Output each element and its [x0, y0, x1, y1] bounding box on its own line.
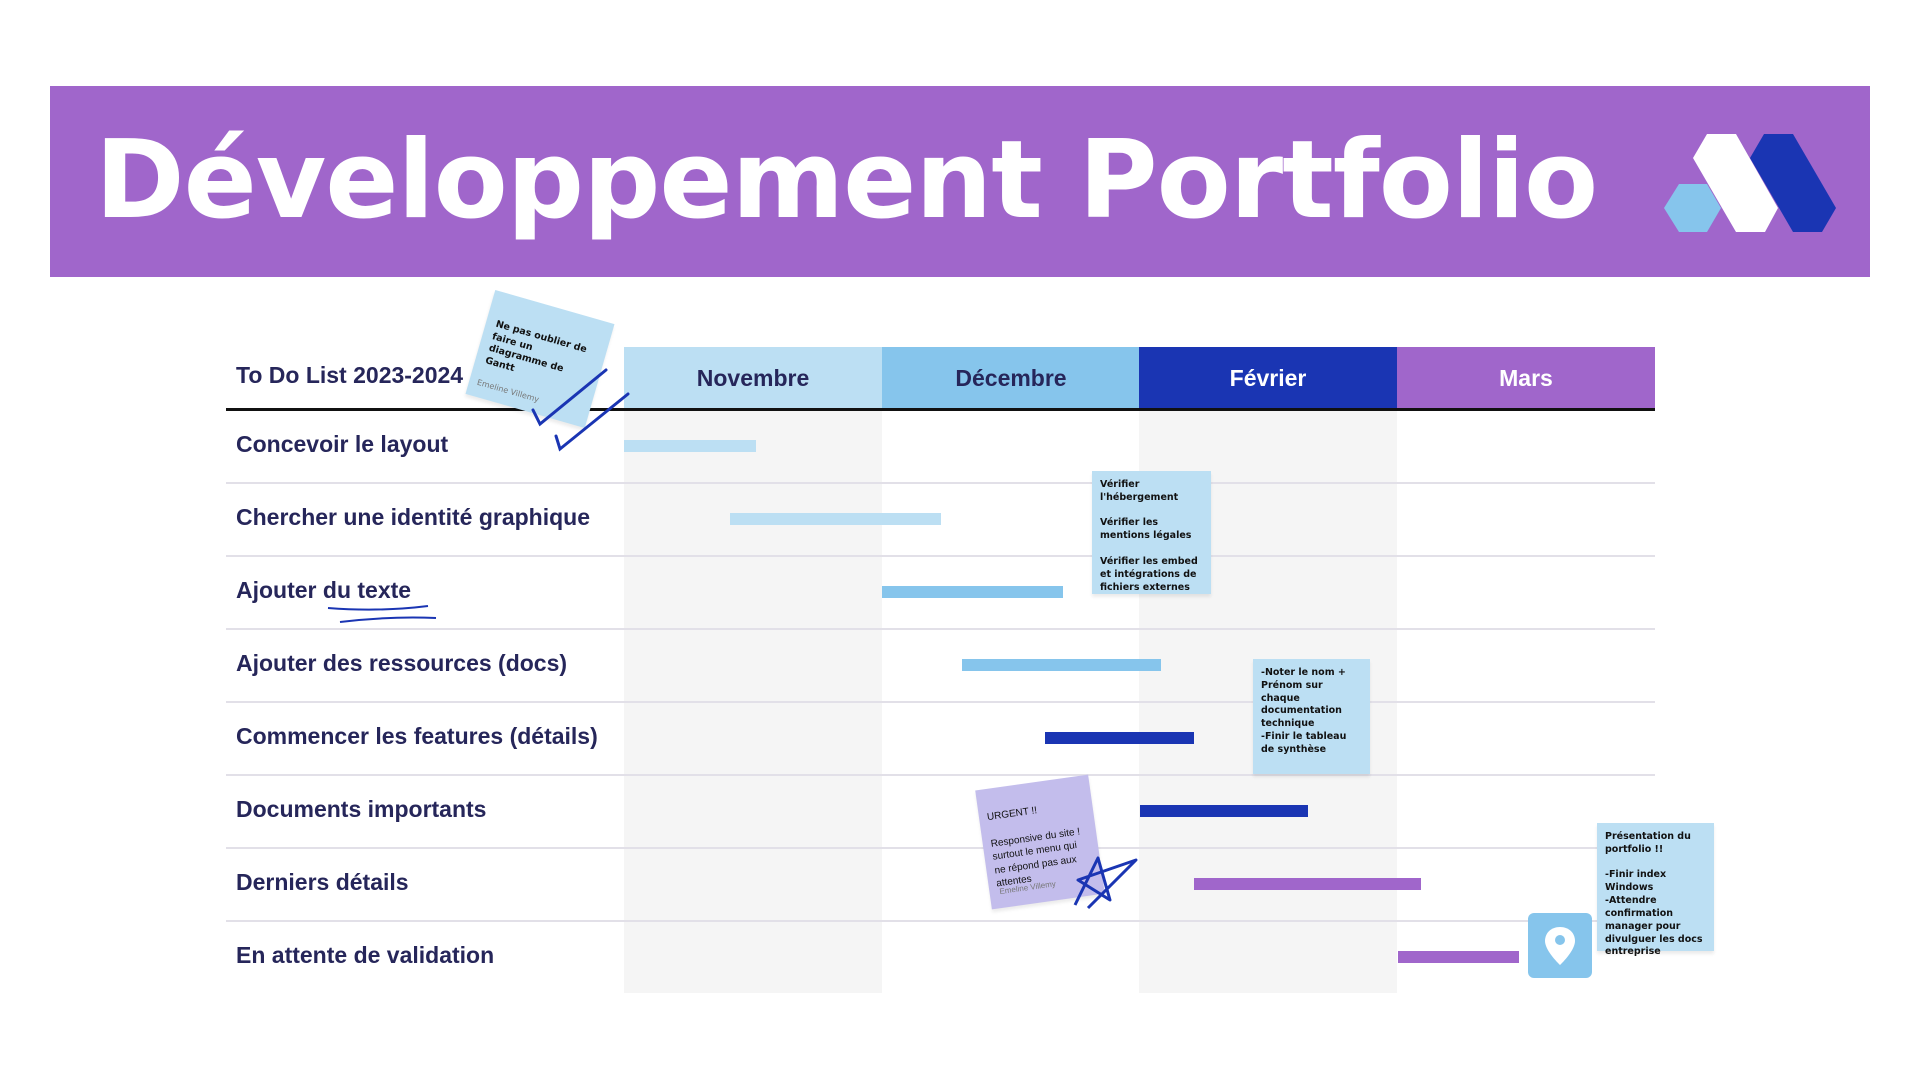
row-divider: [226, 628, 1655, 630]
note-signature: Emeline Villemy: [475, 377, 541, 405]
page-title: Développement Portfolio: [95, 118, 1598, 243]
month-header: Novembre: [624, 347, 882, 409]
task-label: Chercher une identité graphique: [236, 504, 590, 530]
header-divider: [226, 408, 1655, 411]
task-label: Ajouter des ressources (docs): [236, 650, 568, 676]
row-divider: [226, 847, 1655, 849]
task-bar[interactable]: [1398, 951, 1520, 963]
task-bar[interactable]: [624, 440, 756, 452]
row-divider: [226, 555, 1655, 557]
todo-list-label: To Do List 2023-2024: [236, 362, 464, 388]
row-divider: [226, 774, 1655, 776]
task-bar[interactable]: [961, 659, 1161, 671]
sticky-note-verifications[interactable]: Vérifier l'hébergement Vérifier les ment…: [1092, 471, 1211, 594]
task-bar[interactable]: [729, 513, 942, 525]
task-label: Ajouter du texte: [236, 577, 412, 603]
header-banner: [50, 86, 1870, 277]
note-text: URGENT !! Responsive du site ! surtout l…: [986, 804, 1081, 890]
task-label: Derniers détails: [236, 869, 409, 895]
task-label: Commencer les features (détails): [236, 723, 598, 749]
task-label: Documents importants: [236, 796, 487, 822]
row-divider: [226, 701, 1655, 703]
row-divider: [226, 920, 1655, 922]
task-label: En attente de validation: [236, 942, 495, 968]
sticky-note-documentation[interactable]: -Noter le nom + Prénom sur chaque docume…: [1253, 659, 1370, 774]
task-bar[interactable]: [1044, 732, 1195, 744]
task-bar[interactable]: [1194, 878, 1422, 890]
month-header: Mars: [1397, 347, 1655, 409]
sticky-note-urgent[interactable]: URGENT !! Responsive du site ! surtout l…: [975, 774, 1105, 910]
underline-stroke: [327, 605, 437, 623]
logo-icon: [1664, 134, 1836, 232]
row-divider: [226, 482, 1655, 484]
month-header: Février: [1139, 347, 1397, 409]
task-label: Concevoir le layout: [236, 431, 449, 457]
task-bar[interactable]: [882, 586, 1063, 598]
location-pin-icon[interactable]: [1528, 913, 1592, 978]
month-header: Décembre: [882, 347, 1140, 409]
sticky-note-presentation[interactable]: Présentation du portfolio !! -Finir inde…: [1597, 823, 1714, 957]
task-bar[interactable]: [1140, 805, 1308, 817]
